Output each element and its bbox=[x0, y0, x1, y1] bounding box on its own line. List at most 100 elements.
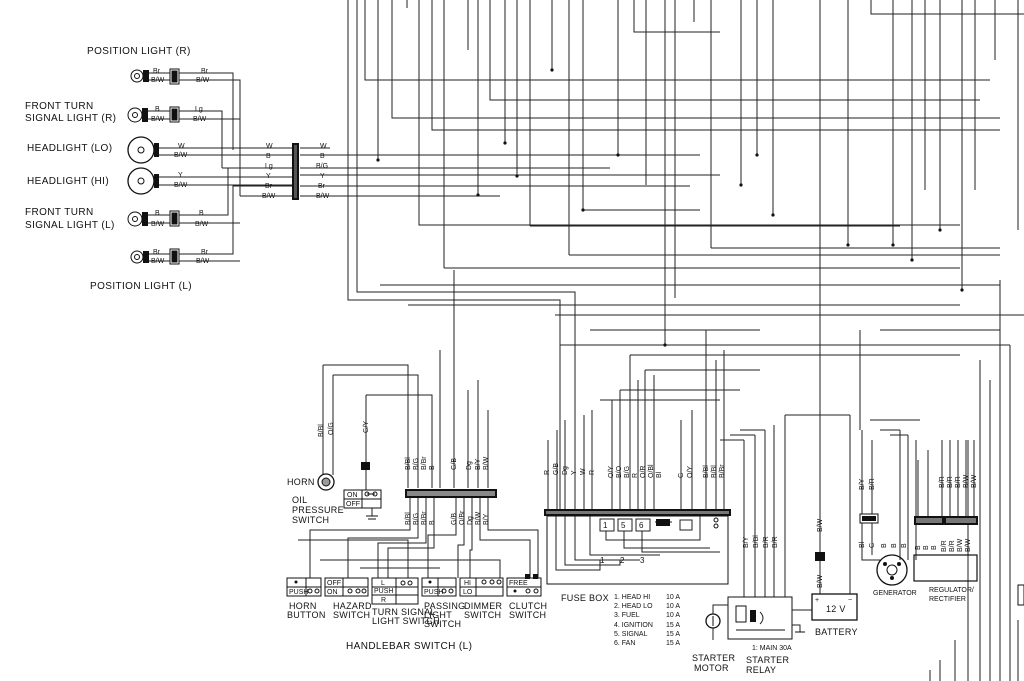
wire-bus-horizontal bbox=[330, 154, 1024, 421]
oil-pressure-label-2: PRESSURE bbox=[292, 505, 344, 515]
svg-text:R: R bbox=[544, 470, 551, 475]
svg-text:PASSING: PASSING bbox=[424, 601, 465, 611]
svg-text:SWITCH: SWITCH bbox=[333, 610, 370, 620]
svg-text:Br: Br bbox=[265, 183, 273, 190]
svg-text:O/Y: O/Y bbox=[608, 466, 615, 478]
svg-text:TURN SIGNAL: TURN SIGNAL bbox=[372, 607, 436, 617]
svg-text:B/Y: B/Y bbox=[475, 458, 482, 470]
headlight-hi-bulb bbox=[127, 167, 159, 195]
svg-text:B/W: B/W bbox=[817, 518, 824, 532]
svg-text:O/R: O/R bbox=[640, 466, 647, 478]
svg-text:W: W bbox=[580, 468, 587, 475]
svg-text:B/W: B/W bbox=[971, 474, 978, 488]
battery-icon bbox=[811, 593, 858, 621]
front-turn-l-label-1: FRONT TURN bbox=[25, 207, 94, 218]
svg-text:Br: Br bbox=[153, 249, 161, 256]
svg-text:GENERATOR: GENERATOR bbox=[873, 590, 917, 597]
svg-text:RELAY: RELAY bbox=[746, 665, 776, 675]
fuse-box: R G/B Dg Y W R O/Y B/O B/G R O/R O/Bl Bl… bbox=[544, 330, 731, 647]
svg-text:B/R: B/R bbox=[949, 540, 956, 552]
oil-sensor-connector bbox=[361, 462, 370, 470]
position-light-r-bulb bbox=[130, 69, 149, 83]
svg-text:STARTER: STARTER bbox=[746, 655, 789, 665]
svg-text:B/W: B/W bbox=[193, 116, 207, 123]
svg-text:B/R: B/R bbox=[941, 540, 948, 552]
handlebar-switch-label: HANDLEBAR SWITCH (L) bbox=[346, 641, 472, 652]
svg-text:B/R: B/R bbox=[939, 476, 946, 488]
svg-text:B/W: B/W bbox=[151, 221, 165, 228]
svg-text:B/G: B/G bbox=[413, 513, 420, 525]
light-connectors bbox=[169, 68, 180, 265]
headlight-hi-label: HEADLIGHT (HI) bbox=[27, 176, 109, 187]
svg-text:B: B bbox=[199, 210, 204, 217]
svg-text:G/B: G/B bbox=[451, 458, 458, 470]
svg-text:12 V: 12 V bbox=[826, 604, 846, 614]
generator-group: B/Y B/R Bl G B B B GENERATOR bbox=[859, 429, 917, 597]
svg-text:RECTIFIER: RECTIFIER bbox=[929, 596, 966, 603]
svg-text:B/W: B/W bbox=[196, 258, 210, 265]
oil-pressure-label-3: SWITCH bbox=[292, 515, 329, 525]
svg-text:HAZARD: HAZARD bbox=[333, 601, 372, 611]
svg-text:O/Y: O/Y bbox=[687, 466, 694, 478]
svg-text:15 A: 15 A bbox=[666, 631, 680, 638]
fusebox-internals bbox=[555, 516, 720, 571]
svg-text:B/R: B/R bbox=[955, 476, 962, 488]
handlebar-top-codes: B/Bl B/G B/Br B G/B Dg B/Y B/W bbox=[405, 456, 490, 470]
svg-text:ON: ON bbox=[347, 492, 358, 499]
svg-text:R: R bbox=[589, 470, 596, 475]
dimmer-switch: HI LO DIMMER SWITCH bbox=[459, 577, 504, 620]
position-light-l-bulb bbox=[130, 250, 149, 264]
svg-text:B/Bl: B/Bl bbox=[753, 535, 760, 548]
front-turn-r-label-2: SIGNAL LIGHT (R) bbox=[25, 113, 116, 124]
svg-text:5. SIGNAL: 5. SIGNAL bbox=[614, 631, 648, 638]
svg-text:B/W: B/W bbox=[817, 574, 824, 588]
handlebar-switches: PUSH HORN BUTTON OFF ON HAZARD SWITCH L … bbox=[286, 574, 547, 652]
svg-text:O/Br: O/Br bbox=[459, 510, 466, 525]
svg-text:1. HEAD HI: 1. HEAD HI bbox=[614, 594, 650, 601]
svg-text:SWITCH: SWITCH bbox=[509, 610, 546, 620]
svg-text:B/W: B/W bbox=[957, 538, 964, 552]
svg-text:B/Y: B/Y bbox=[743, 536, 750, 548]
svg-text:10 A: 10 A bbox=[666, 612, 680, 619]
svg-text:FREE: FREE bbox=[509, 580, 528, 587]
generator-icon bbox=[876, 554, 908, 586]
svg-text:1: 1 bbox=[600, 556, 605, 565]
svg-text:B/R: B/R bbox=[772, 536, 779, 548]
junction-dots bbox=[376, 68, 964, 347]
svg-text:1: MAIN 30A: 1: MAIN 30A bbox=[752, 645, 792, 652]
svg-text:B/W: B/W bbox=[174, 152, 188, 159]
svg-text:B/G: B/G bbox=[413, 458, 420, 470]
svg-text:Y: Y bbox=[320, 173, 325, 180]
front-turn-r-bulb bbox=[127, 107, 148, 123]
svg-text:Bl: Bl bbox=[656, 471, 663, 478]
svg-text:B/W: B/W bbox=[262, 193, 276, 200]
svg-text:ON: ON bbox=[327, 589, 338, 596]
svg-text:R: R bbox=[381, 597, 386, 604]
svg-text:B/W: B/W bbox=[483, 456, 490, 470]
fuse-box-label: FUSE BOX bbox=[561, 593, 609, 603]
svg-text:B: B bbox=[155, 106, 160, 113]
svg-text:BATTERY: BATTERY bbox=[815, 627, 858, 637]
light-wire-codes: Br B/W Br B/W B B/W Lg B/W W B/W Y B/W B… bbox=[151, 68, 330, 265]
svg-text:+: + bbox=[815, 597, 819, 604]
svg-text:B/Br: B/Br bbox=[421, 511, 428, 525]
svg-text:10 A: 10 A bbox=[666, 603, 680, 610]
svg-text:CLUTCH: CLUTCH bbox=[509, 601, 547, 611]
svg-text:B/W: B/W bbox=[151, 116, 165, 123]
svg-text:HI: HI bbox=[464, 580, 471, 587]
svg-text:15 A: 15 A bbox=[666, 640, 680, 647]
turn-signal-switch: L PUSH R TURN SIGNAL LIGHT SWITCH bbox=[371, 577, 440, 626]
svg-text:B: B bbox=[320, 153, 325, 160]
svg-text:6. FAN: 6. FAN bbox=[614, 640, 635, 647]
svg-text:B: B bbox=[881, 543, 888, 548]
svg-text:B/W: B/W bbox=[151, 77, 165, 84]
horn-button: PUSH HORN BUTTON bbox=[286, 577, 325, 620]
svg-text:W: W bbox=[266, 143, 273, 150]
headlight-lo-label: HEADLIGHT (LO) bbox=[27, 143, 112, 154]
svg-text:B/Br: B/Br bbox=[421, 456, 428, 470]
svg-text:B/Br: B/Br bbox=[719, 464, 726, 478]
svg-text:Lg: Lg bbox=[195, 106, 203, 113]
svg-text:B: B bbox=[923, 545, 930, 550]
